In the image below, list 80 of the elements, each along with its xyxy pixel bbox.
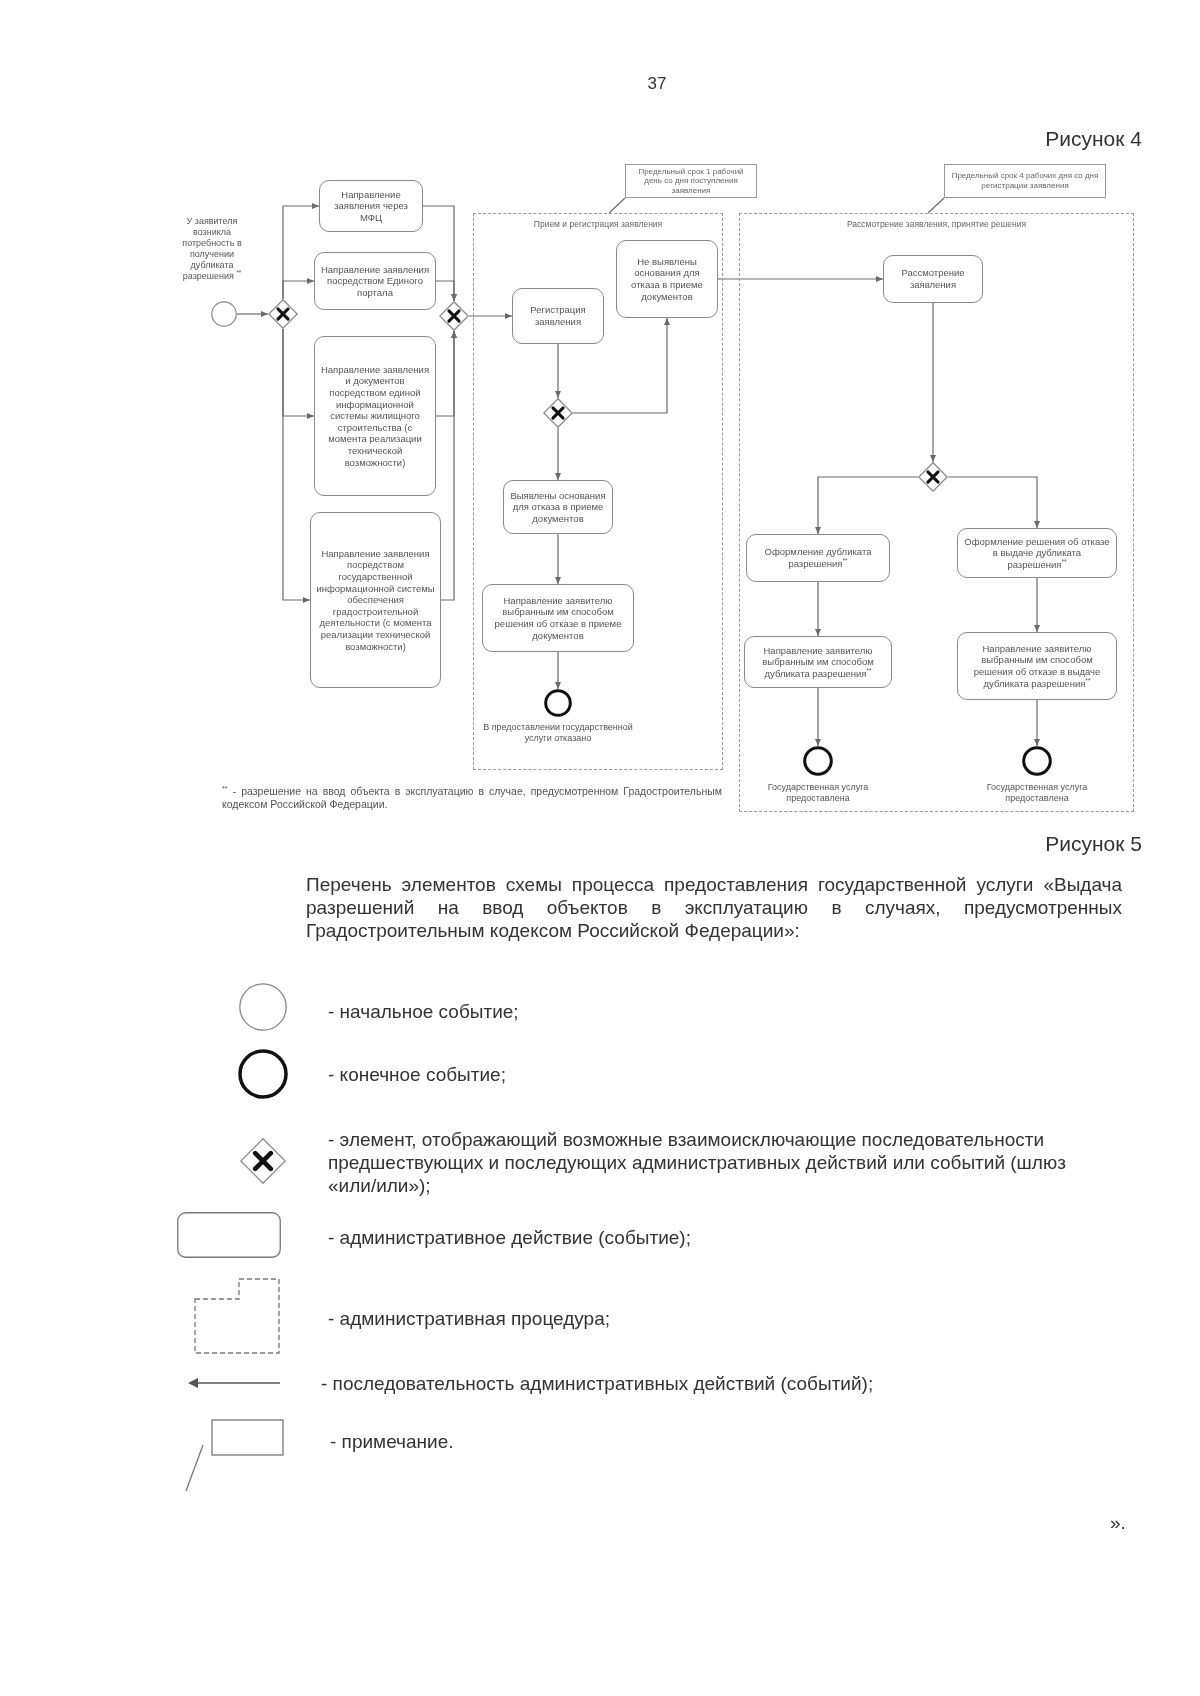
task-text: Направление заявителю выбранным им способом дубликата разрешения$^{**}$ [761,644,875,680]
task-text: Направление заявления посредством государственной информационной системы обеспечения градостроительной деятельности (с момента реализации технической возможности) [316,547,435,653]
flow-arrow [815,687,821,747]
end-event-circle [544,689,572,717]
figure-caption: Рисунок 4 [1045,127,1142,150]
flow-arrow [1034,699,1040,747]
task-text: Направление заявления через МФЦ [333,188,409,224]
task-box [744,636,892,688]
note-box [944,164,1106,198]
procedure-heading: Прием и регистрация заявления [533,219,663,229]
flow-arrow [435,280,457,302]
task-box [310,512,441,688]
event-caption: Государственная услуга предоставлена [986,782,1088,803]
task-box [512,288,604,344]
task-text: Рассмотрение заявления [900,267,966,291]
figure-caption: Рисунок 5 [1045,832,1142,855]
task-box [616,240,718,318]
task-text: Регистрация заявления [529,304,587,328]
task-text: Выявлены основания для отказа в приеме документов [509,489,607,525]
gateway-diamond [268,299,298,329]
task-box [319,180,423,232]
flow-arrow [555,427,561,481]
flow-arrow [947,476,1040,529]
footnote-text: $^{**}$ - разрешение на ввод объекта в эксплуатацию в случае, предусмотренном Градостроительным кодексом Российской Федерации. [222,785,722,810]
flow-arrow [555,651,561,690]
flow-arrow [555,533,561,585]
flow-arrow [572,317,670,414]
task-text: Направление заявителю выбранным им способом решения об отказе в выдаче дубликата разрешения$^{**}$ [972,642,1102,690]
note-box [625,164,757,198]
flow-arrow [555,343,561,399]
end-event-circle [1022,746,1052,776]
start-event-circle [211,301,237,327]
gateway-diamond [543,398,573,428]
task-text: Не выявлены основания для отказа в приеме документов [630,255,704,303]
task-box [746,534,890,582]
end-event-circle [803,746,833,776]
procedure-heading: Рассмотрение заявления, принятие решения [847,219,1026,229]
gateway-diamond [439,301,469,331]
legend-text: - административная процедура; [328,1308,611,1329]
legend-text: - конечное событие; [328,1064,506,1085]
flow-arrow [717,276,884,282]
event-caption: В предоставлении государственной услуги отказано [483,722,633,743]
gateway-diamond [918,462,948,492]
legend-text: - примечание. [330,1431,454,1452]
task-text: Направление заявления и документов посредством единой информационной системы жилищного строительства (с момента реализации технической возможности) [320,363,430,469]
event-caption: Государственная услуга предоставлена [767,782,869,803]
task-text: Оформление дубликата разрешения$^{**}$ [763,546,873,570]
task-box [314,252,436,310]
legend-text: - административное действие (событие); [328,1227,691,1248]
legend-text: - элемент, отображающий возможные взаимоисключающие последовательности предшествующих и последующих административных действий или событий (шлюз «или/или»); [328,1129,1066,1196]
flow-arrow [930,302,936,463]
task-box [482,584,634,652]
procedure-frame [473,213,723,770]
legend-text: - начальное событие; [328,1001,519,1022]
flow-arrow [440,330,457,601]
flow-arrow [236,311,269,317]
flow-arrow [815,581,821,637]
task-box [314,336,436,496]
closing-quote: ». [1110,1512,1126,1533]
task-text: Направление заявителю выбранным им способом решения об отказе в приеме документов [493,594,623,642]
flow-arrow [282,328,311,603]
note-text: Предельный срок 1 рабочий день со дня поступления заявления [637,166,745,196]
annotation-line [927,197,945,214]
flow-arrow [282,278,315,300]
task-box [957,528,1117,578]
note-text: Предельный срок 4 рабочих дня со дня регистрации заявления [950,171,1100,191]
list-heading: Перечень элементов схемы процесса предоставления государственной услуги «Выдача разрешений на ввод объектов в эксплуатацию в случаях, предусмотренных Градостроительным кодексом Российской Федерации»: [306,874,1122,941]
annotation-line [608,197,626,214]
task-box [883,255,983,303]
event-caption: У заявителя возникла потребность в получении дубликата разрешения $^{**}$ [182,216,242,281]
flow-arrow [1034,577,1040,633]
task-box [503,480,613,534]
flow-arrow [815,476,919,535]
task-text: Оформление решения об отказе в выдаче дубликата разрешения$^{**}$ [963,535,1111,571]
page-number: 37 [647,74,667,93]
task-box [957,632,1117,700]
flow-arrow [468,313,513,319]
task-text: Направление заявления посредством Единого портала [320,263,430,299]
procedure-frame [739,213,1134,812]
legend-text: - последовательность административных действий (событий); [321,1373,874,1394]
